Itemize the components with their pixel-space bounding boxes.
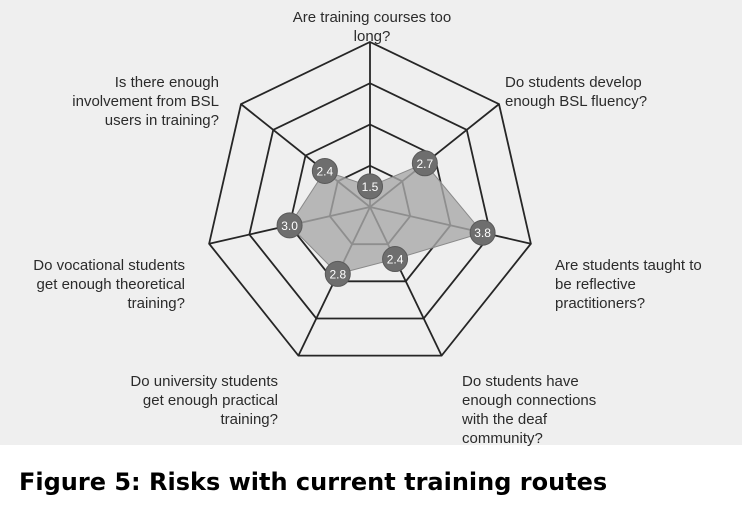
axis-label-deaf-community: Do students have enough connections with…: [462, 373, 597, 447]
chart-panel: 1.5 2.7 3.8 2.4 2.8 3.0 2.4 Are training cours…: [0, 0, 742, 447]
axis-label-bsl-fluency: Do students develop enough BSL fluency?: [505, 74, 648, 110]
data-point-1: [411, 150, 438, 177]
grid-ring-4: [248, 82, 492, 320]
data-point-5: [276, 212, 303, 239]
grid-ring-5: [208, 41, 532, 357]
data-label-5: 3.0: [281, 219, 298, 233]
data-label-1: 2.7: [416, 157, 433, 171]
axis-label-university-practical: Do university students get enough practi…: [130, 373, 278, 428]
radar-chart: 1.5 2.7 3.8 2.4 2.8 3.0 2.4: [208, 41, 532, 357]
data-point-6: [311, 157, 338, 184]
data-label-3: 2.4: [387, 253, 404, 267]
data-point-4: [324, 260, 351, 287]
data-label-0: 1.5: [362, 180, 379, 194]
data-point-0: [357, 173, 383, 200]
data-label-4: 2.8: [329, 267, 346, 281]
axis-label-bsl-user-involvement: Is there enough involvement from BSL use…: [72, 74, 219, 129]
axis-label-course-length: Are training courses too long?: [292, 9, 452, 45]
data-point-3: [382, 246, 409, 273]
data-label-6: 2.4: [317, 164, 334, 178]
figure-caption: Figure 5: Risks with current training ro…: [19, 468, 608, 496]
axis-label-reflective-practitioners: Are students taught to be reflective pra…: [555, 257, 702, 312]
data-point-2: [469, 219, 496, 246]
data-label-2: 3.8: [474, 226, 491, 240]
axis-label-vocational-theoretical: Do vocational students get enough theore…: [33, 257, 185, 312]
